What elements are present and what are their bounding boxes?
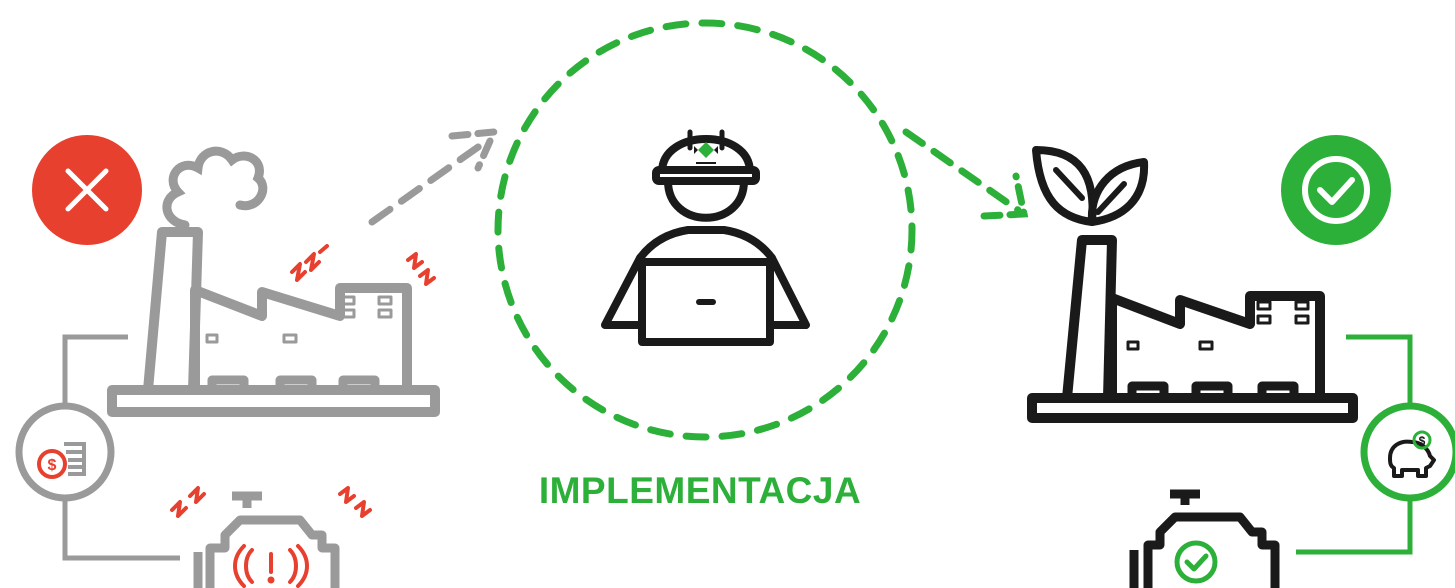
svg-text:$: $ [48,457,57,474]
before-state: $ [15,127,500,588]
piggy-bank-savings-icon: $ [1360,402,1455,502]
coins-cost-icon: $ [15,402,115,502]
svg-text:$: $ [1419,434,1426,448]
engineer-laptop-icon [601,129,810,346]
factory-gray-icon [107,227,440,417]
implementation-label: IMPLEMENTACJA [538,470,862,511]
error-x-icon [32,135,142,245]
leaf-icon [1032,146,1149,226]
after-state: $ [902,128,1455,588]
spark-icon [290,244,436,286]
connector-lines-green [1296,334,1413,555]
dashed-arrow-gray [368,127,500,226]
dashed-arrow-green [902,128,1029,220]
connector-lines-gray [62,334,180,561]
engine-warning-icon [170,486,372,588]
implementation-center [494,19,916,441]
factory-black-icon [1027,235,1358,423]
dashed-circle-green [494,19,916,441]
smoke-icon [162,146,268,230]
spark-icon [170,486,372,518]
success-check-icon [1281,135,1391,245]
company-logo-icon [694,142,718,164]
engine-ok-icon [1129,489,1280,588]
